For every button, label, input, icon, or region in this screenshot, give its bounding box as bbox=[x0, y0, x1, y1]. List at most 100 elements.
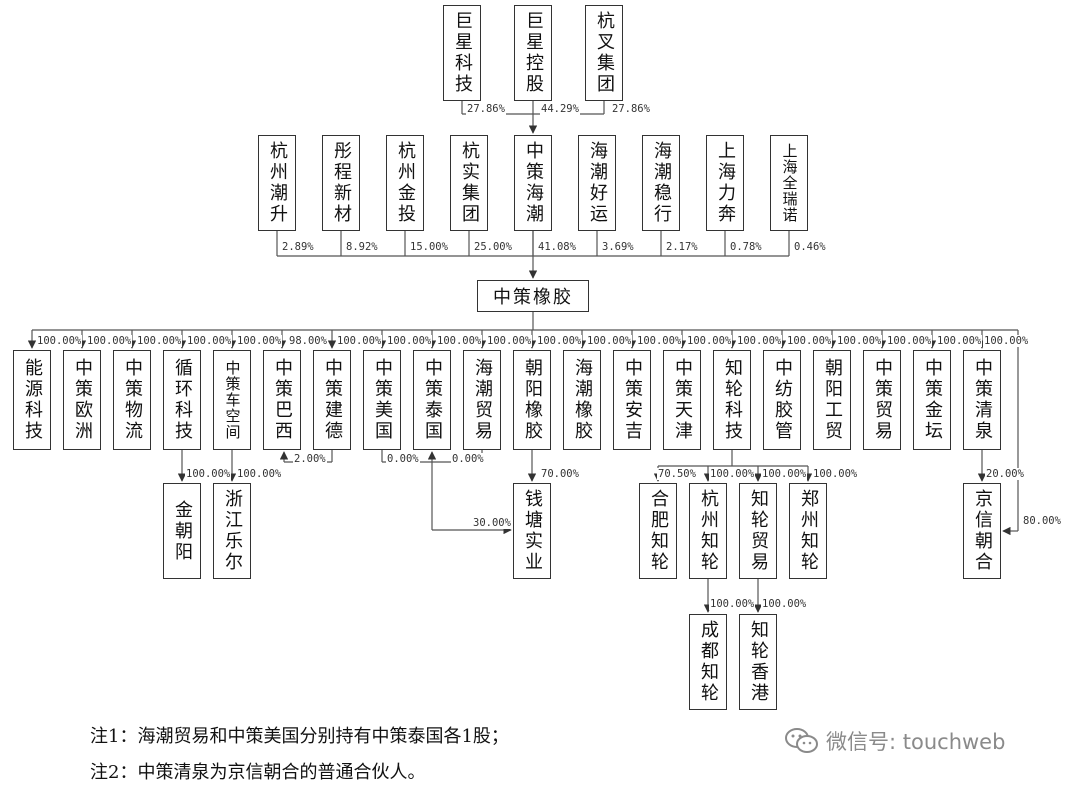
shareholder-hangzhou-jintou: 杭州金投 bbox=[386, 135, 424, 231]
entity-hangzhou-zhilun: 杭州知轮 bbox=[689, 483, 727, 579]
pct-label: 2.17% bbox=[665, 241, 699, 253]
watermark-text: 微信号: touchweb bbox=[826, 730, 1006, 754]
sub-nengyuan-keji: 能源科技 bbox=[13, 350, 51, 450]
box-label: 中纺胶管 bbox=[772, 358, 793, 442]
box-label: 中策安吉 bbox=[622, 358, 643, 442]
pct-label: 100.00% bbox=[936, 335, 983, 347]
pct-label: 100.00% bbox=[186, 335, 233, 347]
pct-label: 100.00% bbox=[436, 335, 483, 347]
pct-label: 100.00% bbox=[236, 335, 283, 347]
pct-label: 100.00% bbox=[709, 468, 756, 480]
sub-haichao-xiangjiao: 海潮橡胶 bbox=[563, 350, 601, 450]
pct-label: 44.29% bbox=[540, 103, 580, 115]
shareholder-shanghai-liben: 上海力奔 bbox=[706, 135, 744, 231]
box-label: 中策车空间 bbox=[223, 360, 242, 440]
sub-zhongce-jiande: 中策建德 bbox=[313, 350, 351, 450]
pct-label: 100.00% bbox=[486, 335, 533, 347]
shareholder-haichao-haoyun: 海潮好运 bbox=[578, 135, 616, 231]
sub-zhongce-chekongjian: 中策车空间 bbox=[213, 350, 251, 450]
note-2: 注2：中策清泉为京信朝合的普通合伙人。 bbox=[90, 762, 426, 783]
pct-label: 25.00% bbox=[473, 241, 513, 253]
box-label: 知轮贸易 bbox=[748, 489, 769, 573]
company-zhongce-xiangjiao: 中策橡胶 bbox=[477, 280, 589, 312]
pct-label: 0.00% bbox=[451, 453, 485, 465]
pct-label: 70.00% bbox=[540, 468, 580, 480]
pct-label: 8.92% bbox=[345, 241, 379, 253]
pct-label: 3.69% bbox=[601, 241, 635, 253]
box-label: 中策物流 bbox=[122, 358, 143, 442]
entity-zhejiang-leer: 浙江乐尔 bbox=[213, 483, 251, 579]
sub-zhongce-anji: 中策安吉 bbox=[613, 350, 651, 450]
shareholder-juxing-konggu: 巨星控股 bbox=[514, 5, 552, 101]
box-label: 中策清泉 bbox=[972, 358, 993, 442]
sub-zhongce-ouzhou: 中策欧洲 bbox=[63, 350, 101, 450]
pct-label: 41.08% bbox=[537, 241, 577, 253]
box-label: 金朝阳 bbox=[172, 499, 193, 563]
box-label: 中策欧洲 bbox=[72, 358, 93, 442]
box-label: 成都知轮 bbox=[698, 620, 719, 704]
pct-label: 100.00% bbox=[386, 335, 433, 347]
pct-label: 100.00% bbox=[586, 335, 633, 347]
pct-label: 98.00% bbox=[288, 335, 328, 347]
sub-zhongce-meiguo: 中策美国 bbox=[363, 350, 401, 450]
box-label: 海潮好运 bbox=[587, 141, 608, 225]
box-label: 知轮香港 bbox=[748, 620, 769, 704]
sub-zhongce-taiguo: 中策泰国 bbox=[413, 350, 451, 450]
box-label: 中策建德 bbox=[322, 358, 343, 442]
shareholder-hangcha-jituan: 杭叉集团 bbox=[585, 5, 623, 101]
box-label: 巨星科技 bbox=[452, 11, 473, 95]
box-label: 中策美国 bbox=[372, 358, 393, 442]
box-label: 中策泰国 bbox=[422, 358, 443, 442]
box-label: 中策巴西 bbox=[272, 358, 293, 442]
pct-label: 100.00% bbox=[786, 335, 833, 347]
pct-label: 100.00% bbox=[86, 335, 133, 347]
pct-label: 80.00% bbox=[1022, 515, 1062, 527]
pct-label: 100.00% bbox=[736, 335, 783, 347]
sub-zhilun-keji: 知轮科技 bbox=[713, 350, 751, 450]
box-label: 钱塘实业 bbox=[522, 489, 543, 573]
box-label: 循环科技 bbox=[172, 358, 193, 442]
sub-zhongce-tianjin: 中策天津 bbox=[663, 350, 701, 450]
box-label: 京信朝合 bbox=[972, 489, 993, 573]
pct-label: 100.00% bbox=[236, 468, 283, 480]
pct-label: 100.00% bbox=[536, 335, 583, 347]
pct-label: 100.00% bbox=[185, 468, 232, 480]
shareholder-hangzhou-chaosheng: 杭州潮升 bbox=[258, 135, 296, 231]
watermark: 微信号: touchweb bbox=[784, 726, 1005, 756]
pct-label: 2.89% bbox=[281, 241, 315, 253]
shareholder-shanghai-quanruinuo: 上海全瑞诺 bbox=[770, 135, 808, 231]
pct-label: 0.46% bbox=[793, 241, 827, 253]
box-label: 郑州知轮 bbox=[798, 489, 819, 573]
box-label: 杭州金投 bbox=[395, 141, 416, 225]
pct-label: 100.00% bbox=[136, 335, 183, 347]
sub-zhongfang-jiaoguan: 中纺胶管 bbox=[763, 350, 801, 450]
entity-zhilun-maoyi: 知轮贸易 bbox=[739, 483, 777, 579]
sub-chaoyang-xiangjiao: 朝阳橡胶 bbox=[513, 350, 551, 450]
box-label: 杭叉集团 bbox=[594, 11, 615, 95]
pct-label: 100.00% bbox=[709, 598, 756, 610]
sub-zhongce-wuliu: 中策物流 bbox=[113, 350, 151, 450]
entity-zhilun-xianggang: 知轮香港 bbox=[739, 614, 777, 710]
pct-label: 100.00% bbox=[761, 468, 808, 480]
box-label: 朝阳橡胶 bbox=[522, 358, 543, 442]
pct-label: 27.86% bbox=[466, 103, 506, 115]
pct-label: 0.78% bbox=[729, 241, 763, 253]
shareholder-tongcheng-xincai: 彤程新材 bbox=[322, 135, 360, 231]
shareholder-hangshi-jituan: 杭实集团 bbox=[450, 135, 488, 231]
pct-label: 15.00% bbox=[409, 241, 449, 253]
pct-label: 100.00% bbox=[336, 335, 383, 347]
entity-jingxin-chaohe: 京信朝合 bbox=[963, 483, 1001, 579]
box-label: 杭州知轮 bbox=[698, 489, 719, 573]
company-label: 中策橡胶 bbox=[493, 287, 573, 308]
box-label: 上海力奔 bbox=[715, 141, 736, 225]
shareholder-haichao-wenxing: 海潮稳行 bbox=[642, 135, 680, 231]
box-label: 海潮贸易 bbox=[472, 358, 493, 442]
shareholder-juxing-keji: 巨星科技 bbox=[443, 5, 481, 101]
pct-label: 70.50% bbox=[657, 468, 697, 480]
box-label: 浙江乐尔 bbox=[222, 489, 243, 573]
box-label: 彤程新材 bbox=[331, 141, 352, 225]
pct-label: 30.00% bbox=[472, 517, 512, 529]
box-label: 上海全瑞诺 bbox=[780, 143, 799, 223]
box-label: 海潮橡胶 bbox=[572, 358, 593, 442]
